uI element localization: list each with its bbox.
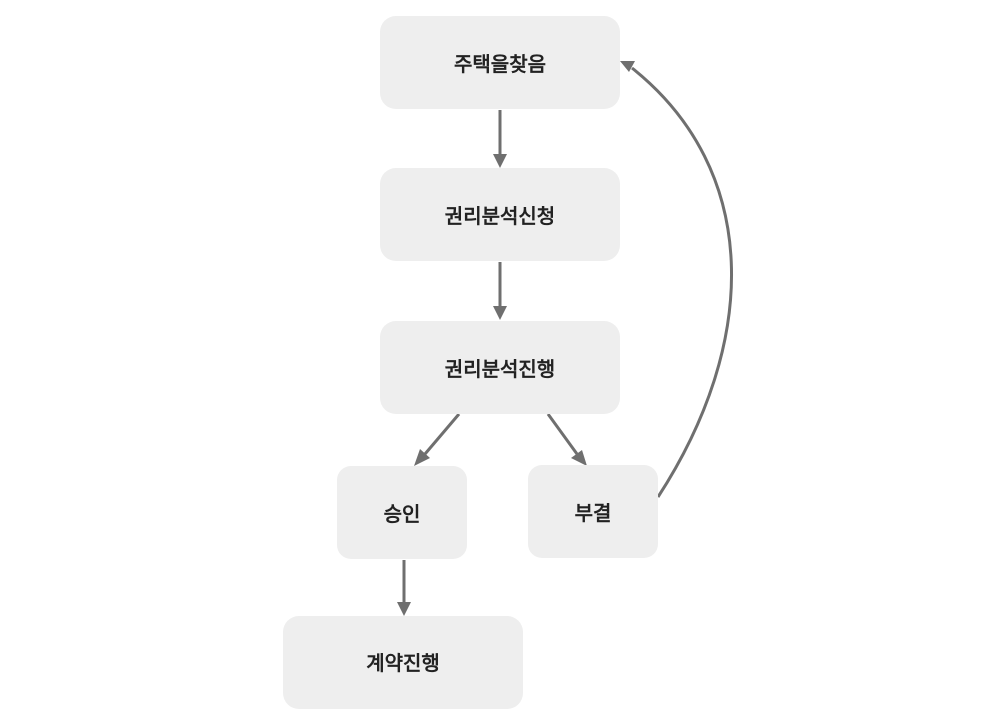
node-label-rights-analysis-request: 권리분석신청 [445,204,555,228]
node-rights-analysis-request: 권리분석신청 [380,168,620,261]
edge-in-progress-to-approval [414,413,461,466]
edge-request-to-in-progress [493,262,507,320]
node-label-contract-in-progress: 계약진행 [366,651,440,675]
node-label-rejection: 부결 [575,501,612,525]
edge-rejection-back-to-find-house [620,61,734,498]
edge-find-house-to-request [493,110,507,168]
node-approval: 승인 [337,466,467,559]
node-label-rights-analysis-in-progress: 권리분석진행 [445,357,555,381]
edge-approval-to-contract [397,560,411,616]
edge-in-progress-to-rejection [546,413,587,466]
node-label-find-house: 주택을찾음 [454,52,546,76]
node-find-house: 주택을찾음 [380,16,620,109]
node-label-approval: 승인 [384,502,421,526]
node-contract-in-progress: 계약진행 [283,616,523,709]
node-rights-analysis-in-progress: 권리분석진행 [380,321,620,414]
node-rejection: 부결 [528,465,658,558]
